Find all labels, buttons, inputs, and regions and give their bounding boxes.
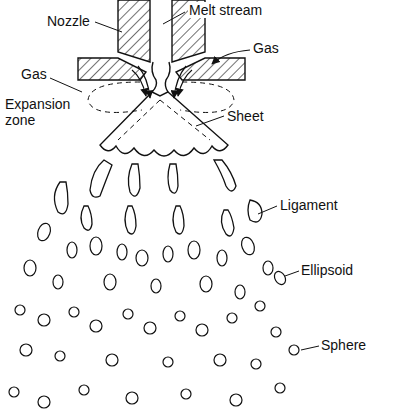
ellipsoid-drop: [200, 276, 212, 292]
sphere-drop: [196, 324, 208, 336]
leader-line: [95, 22, 122, 32]
gas-arrow: [178, 70, 192, 96]
sphere-drop: [55, 351, 65, 361]
melt-neck: [152, 62, 170, 96]
sphere-drop: [227, 313, 237, 323]
leader-lines: [50, 12, 319, 350]
part-label: Nozzle: [46, 13, 91, 29]
ligament-shape: [168, 164, 178, 193]
flow-label: Gas: [20, 66, 48, 82]
stage-label: Ligament: [279, 197, 339, 213]
ellipsoid-drop: [136, 250, 148, 266]
sphere-drop: [69, 307, 79, 317]
gas-plate-left: [78, 58, 146, 80]
sphere-drop: [9, 387, 19, 397]
leader-line: [196, 116, 224, 126]
ellipsoid-drops: [24, 221, 288, 299]
stage-label: Ellipsoid: [300, 262, 354, 278]
ligament-shape: [125, 206, 136, 234]
ellipsoid-drop: [263, 261, 273, 275]
sheet-inner-dash: [118, 100, 210, 140]
ellipsoid-drop: [90, 237, 102, 255]
ligament-shape: [173, 206, 184, 234]
stage-label: Sphere: [320, 337, 367, 353]
gas-inlet-arrow: [212, 50, 250, 64]
sphere-drop: [271, 327, 281, 337]
part-label: Melt stream: [188, 2, 263, 18]
ligament-shape: [248, 200, 262, 222]
sphere-drop: [251, 359, 261, 369]
sphere-drop: [214, 354, 226, 366]
ellipsoid-drop: [117, 244, 127, 260]
part-label: Sheet: [226, 108, 265, 124]
sphere-drop: [38, 396, 50, 408]
sphere-drop: [90, 320, 102, 332]
sphere-drop: [144, 322, 156, 334]
leader-line: [285, 271, 299, 276]
ellipsoid-drop: [217, 250, 227, 266]
ellipsoid-drop: [35, 221, 52, 242]
sphere-drop: [163, 357, 173, 367]
ligament-shape: [81, 206, 92, 230]
sphere-drop: [106, 354, 118, 366]
sphere-drop: [275, 383, 285, 393]
sphere-drop: [15, 305, 25, 315]
sphere-drops: [9, 301, 299, 408]
sheet-outline: [100, 92, 228, 156]
expansion-zone: [88, 82, 142, 112]
sphere-drop: [123, 309, 133, 319]
sphere-drop: [181, 389, 191, 399]
ellipsoid-drop: [67, 242, 77, 258]
leader-line: [50, 78, 82, 92]
ellipsoid-drop: [188, 241, 200, 259]
ligament-shape: [214, 160, 236, 191]
ellipsoid-drop: [104, 274, 116, 290]
ellipsoid-drop: [235, 285, 245, 299]
flow-label: Gas: [252, 40, 280, 56]
ligaments: [54, 160, 262, 236]
ellipsoid-drop: [53, 275, 63, 289]
sphere-drop: [255, 301, 265, 311]
ligament-shape: [221, 210, 234, 236]
ellipsoid-drop: [24, 260, 36, 276]
ellipsoid-drop: [151, 279, 161, 293]
ligament-shape: [54, 182, 68, 214]
ellipsoid-drop: [239, 235, 256, 256]
ellipsoid-drop: [163, 246, 173, 262]
region-label: Expansion zone: [4, 96, 78, 128]
sphere-drop: [175, 311, 185, 321]
nozzle-wall-left: [118, 0, 150, 62]
sphere-drop: [38, 314, 50, 326]
leader-line: [301, 346, 319, 350]
sphere-drop: [230, 394, 242, 406]
ellipsoid-drop: [272, 269, 288, 286]
ligament-shape: [128, 164, 140, 196]
sphere-drop: [20, 344, 32, 356]
sphere-drop: [79, 385, 89, 395]
sphere-drop: [289, 345, 299, 355]
ligament-shape: [90, 160, 112, 197]
leader-line: [163, 12, 185, 24]
sphere-drop: [126, 392, 138, 404]
